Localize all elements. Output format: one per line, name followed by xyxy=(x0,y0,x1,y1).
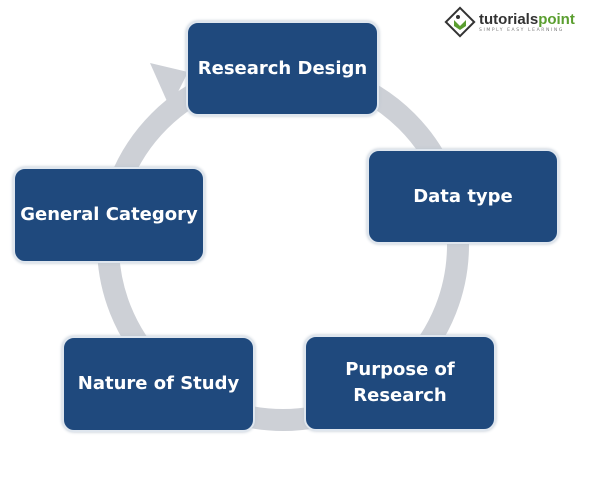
arrowhead-icon xyxy=(150,63,188,108)
node-data-type: Data type xyxy=(367,149,559,244)
node-nature-of-study: Nature of Study xyxy=(62,336,255,432)
node-purpose-of-research: Purpose of Research xyxy=(304,335,496,431)
node-general-category: General Category xyxy=(13,167,205,263)
node-research-design: Research Design xyxy=(186,21,379,116)
logo-diamond-icon xyxy=(444,6,476,38)
logo-tagline: SIMPLY EASY LEARNING xyxy=(479,28,564,33)
tutorialspoint-logo: tutorialspoint SIMPLY EASY LEARNING xyxy=(444,6,575,38)
logo-text: tutorialspoint xyxy=(479,11,575,28)
